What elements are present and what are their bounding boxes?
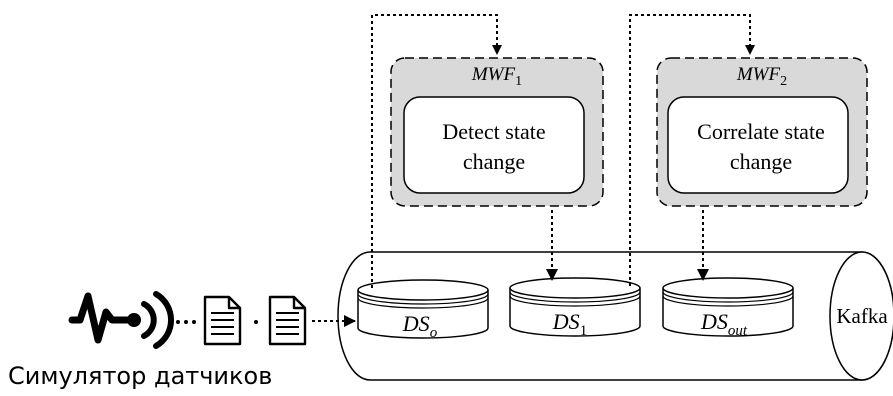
workflow-mwf2-label: MWF2	[736, 64, 787, 89]
stream-ds-o-label: DSo	[402, 311, 438, 341]
stream-ds-out: DSout	[662, 277, 794, 339]
sim-dots-1	[176, 320, 196, 324]
simulator-caption: Симулятор датчиков	[8, 362, 273, 390]
workflow-mwf1: MWF1 Detect state change	[390, 57, 604, 207]
stream-ds-1: DS1	[509, 277, 641, 339]
signal-wave-icon	[68, 291, 175, 349]
stream-ds-o: DSo	[357, 279, 489, 341]
document-icon	[268, 295, 307, 346]
flow-arrows	[312, 14, 755, 327]
task-correlate-line1: Correlate state	[697, 119, 825, 144]
task-detect-line2: change	[463, 149, 525, 174]
kafka-label: Kafka	[836, 304, 888, 328]
sim-dots-2	[254, 320, 258, 324]
arrow-ds1-to-mwf2	[629, 14, 755, 286]
workflow-mwf2: MWF2 Correlate state change	[656, 57, 868, 207]
stream-ds-out-label: DSout	[700, 309, 748, 339]
task-correlate-line2: change	[730, 149, 792, 174]
workflow-mwf1-label: MWF1	[471, 64, 522, 89]
stream-ds-1-label: DS1	[552, 309, 587, 339]
document-icon	[203, 295, 242, 346]
task-detect-line1: Detect state	[442, 119, 545, 144]
